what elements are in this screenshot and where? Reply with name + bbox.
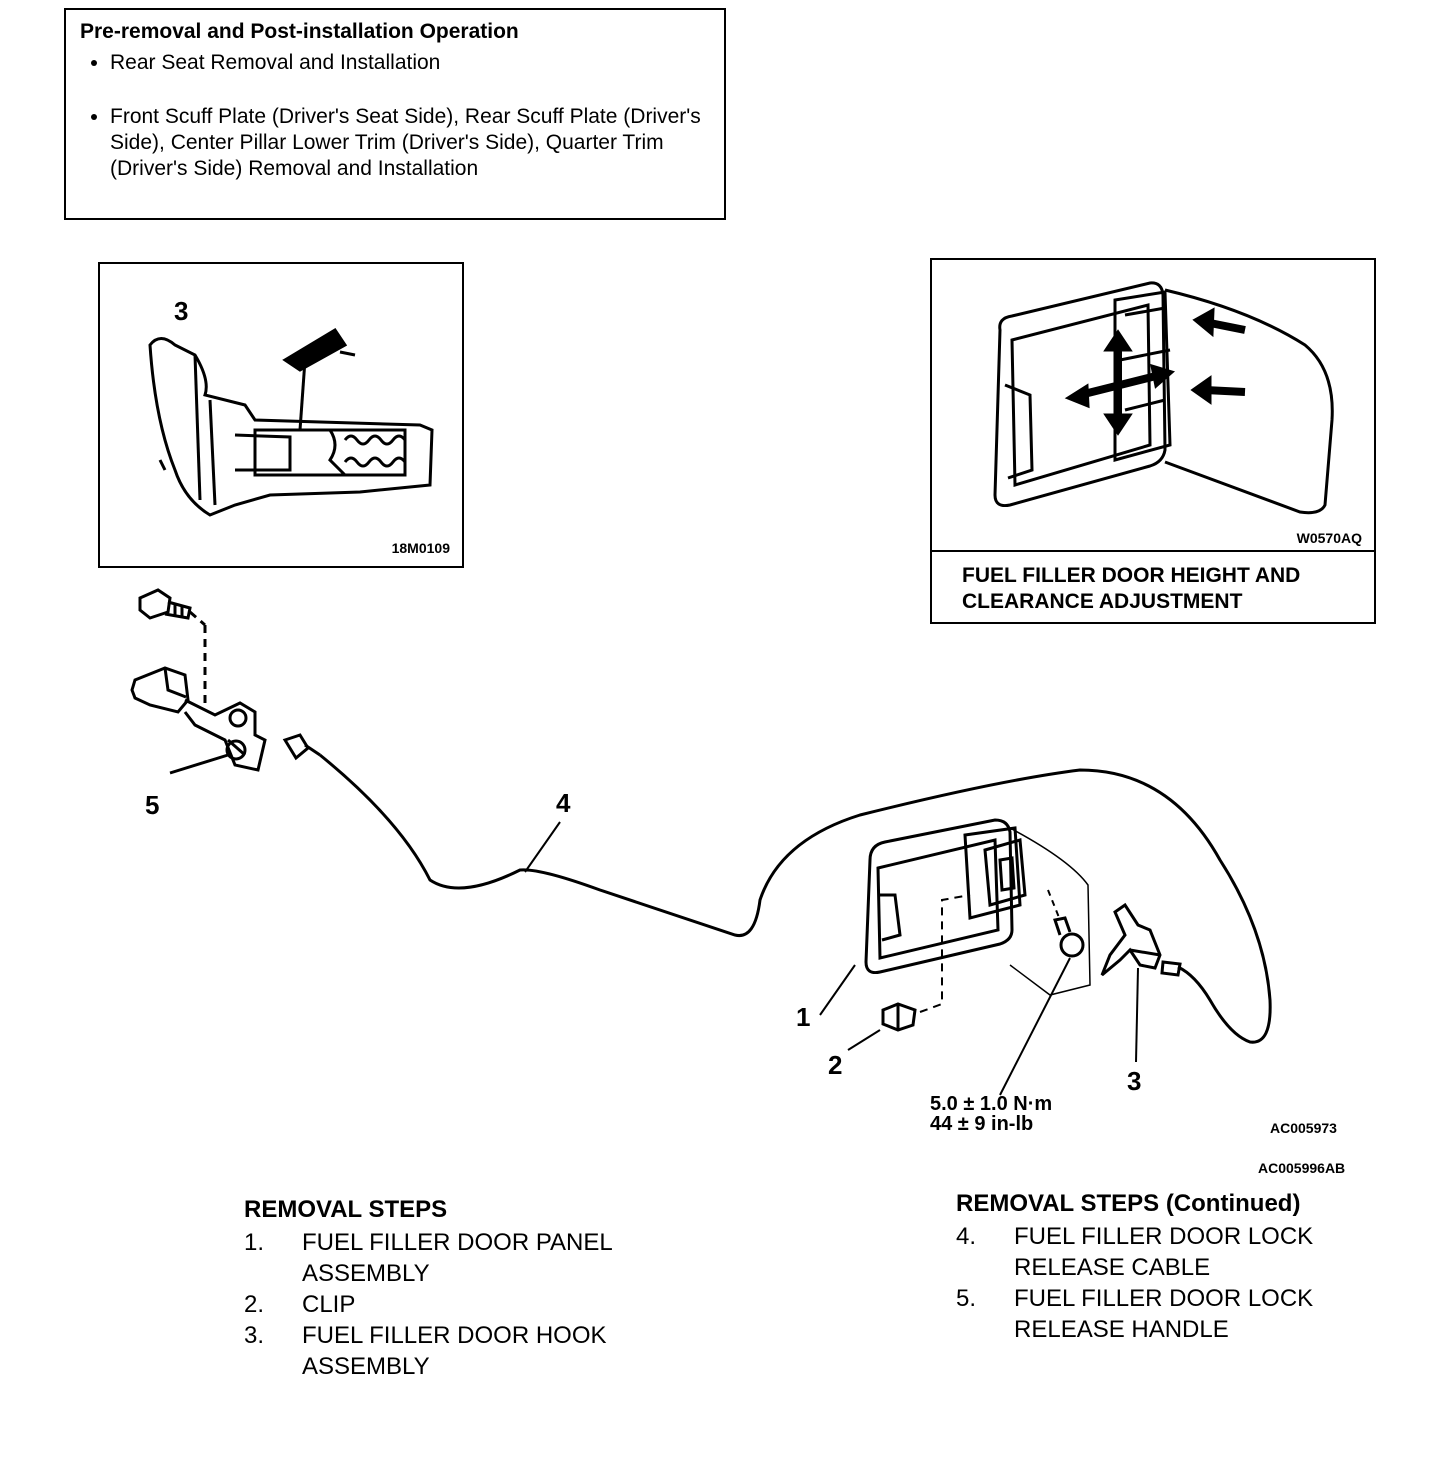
step-number: 4. bbox=[956, 1223, 977, 1250]
removal-steps: REMOVAL STEPS 1. FUEL FILLER DOOR PANEL … bbox=[244, 1194, 664, 1382]
door-adjustment-inset: W0570AQ FUEL FILLER DOOR HEIGHT AND CLEA… bbox=[930, 258, 1376, 624]
removal-steps-continued: REMOVAL STEPS (Continued) 4. FUEL FILLER… bbox=[956, 1188, 1376, 1345]
step-row: 1. FUEL FILLER DOOR PANEL ASSEMBLY bbox=[244, 1227, 664, 1289]
step-row: 4. FUEL FILLER DOOR LOCK RELEASE CABLE bbox=[956, 1221, 1376, 1283]
screw-leader-line bbox=[999, 957, 1071, 1096]
release-cable-drawing bbox=[282, 733, 1272, 1044]
release-handle-drawing bbox=[130, 666, 267, 775]
pre-removal-box: Pre-removal and Post-installation Operat… bbox=[64, 8, 726, 220]
step-text: CLIP bbox=[302, 1291, 356, 1318]
step-row: 2. CLIP bbox=[244, 1289, 664, 1320]
callout-2: 2 bbox=[828, 1050, 843, 1080]
callout-4: 4 bbox=[556, 788, 571, 818]
pre-removal-item: Front Scuff Plate (Driver's Seat Side), … bbox=[110, 104, 710, 182]
step-number: 5. bbox=[956, 1285, 977, 1312]
inset-divider bbox=[932, 550, 1374, 552]
panel-leader-line bbox=[819, 964, 856, 1016]
pre-removal-item: Rear Seat Removal and Installation bbox=[110, 50, 710, 76]
step-text: FUEL FILLER DOOR LOCK RELEASE HANDLE bbox=[1014, 1285, 1314, 1343]
removal-steps-heading: REMOVAL STEPS bbox=[244, 1196, 448, 1223]
step-number: 3. bbox=[244, 1322, 265, 1349]
clip-leader-line bbox=[847, 1029, 881, 1051]
hook-assembly-drawing bbox=[1100, 902, 1162, 977]
caption-line: CLEARANCE ADJUSTMENT bbox=[962, 590, 1243, 613]
clip-drawing bbox=[881, 894, 971, 1032]
hook-assembly-inset-drawing bbox=[148, 327, 434, 517]
removal-steps-continued-heading: REMOVAL STEPS (Continued) bbox=[956, 1190, 1301, 1217]
hook-leader-line bbox=[1135, 967, 1139, 1063]
inset-right-code: W0570AQ bbox=[1296, 530, 1362, 546]
inset-right-caption: FUEL FILLER DOOR HEIGHT AND CLEARANCE AD… bbox=[962, 563, 1300, 615]
step-row: 5. FUEL FILLER DOOR LOCK RELEASE HANDLE bbox=[956, 1283, 1376, 1345]
door-panel-drawing bbox=[864, 818, 1091, 996]
torque-imperial: 44 ± 9 in-lb bbox=[930, 1113, 1034, 1135]
torque-metric: 5.0 ± 1.0 N·m bbox=[930, 1093, 1053, 1115]
step-number: 1. bbox=[244, 1229, 265, 1256]
pre-removal-list: Rear Seat Removal and Installation Front… bbox=[80, 50, 710, 182]
callout-1: 1 bbox=[796, 1002, 811, 1032]
page-figure-code: AC005996AB bbox=[1258, 1160, 1346, 1176]
cable-leader-line bbox=[524, 821, 561, 873]
callout-5: 5 bbox=[145, 790, 160, 820]
step-text: FUEL FILLER DOOR HOOK ASSEMBLY bbox=[302, 1322, 607, 1380]
callout-3: 3 bbox=[1127, 1066, 1142, 1096]
step-row: 3. FUEL FILLER DOOR HOOK ASSEMBLY bbox=[244, 1320, 664, 1382]
screw-drawing bbox=[1047, 889, 1085, 958]
step-number: 2. bbox=[244, 1291, 265, 1318]
main-figure-code: AC005973 bbox=[1270, 1120, 1337, 1136]
torque-spec: 5.0 ± 1.0 N·m 44 ± 9 in-lb bbox=[930, 1094, 1052, 1134]
bolt-drawing bbox=[138, 588, 207, 705]
step-text: FUEL FILLER DOOR PANEL ASSEMBLY bbox=[302, 1229, 612, 1287]
pre-removal-title: Pre-removal and Post-installation Operat… bbox=[80, 20, 519, 43]
inset-left-code: 18M0109 bbox=[391, 540, 450, 556]
caption-line: FUEL FILLER DOOR HEIGHT AND bbox=[962, 564, 1301, 587]
step-text: FUEL FILLER DOOR LOCK RELEASE CABLE bbox=[1014, 1223, 1314, 1281]
inset-callout-3: 3 bbox=[174, 296, 189, 326]
hook-assembly-inset: 3 18M0109 bbox=[98, 262, 464, 568]
door-adjustment-inset-drawing bbox=[993, 281, 1334, 515]
